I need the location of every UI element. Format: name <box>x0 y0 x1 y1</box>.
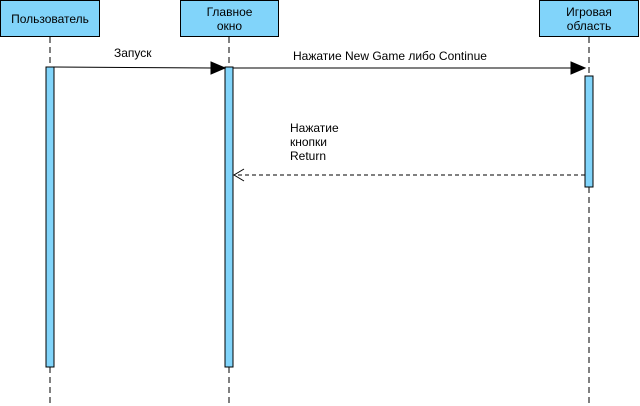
activation-bar-main <box>224 66 234 368</box>
activation-bar-game <box>584 75 594 188</box>
actor-user: Пользователь <box>0 0 100 37</box>
actor-game: Игровая область <box>539 0 639 37</box>
message-start-line <box>53 66 213 69</box>
actor-main-label: Главное окно <box>206 4 253 33</box>
actor-game-label: Игровая область <box>566 4 612 33</box>
actor-user-label: Пользователь <box>11 11 89 26</box>
message-newgame-arrowhead <box>570 61 587 75</box>
message-return-arrowhead <box>233 168 245 182</box>
message-return-label: Нажатие кнопки Return <box>290 121 339 163</box>
message-newgame-label: Нажатие New Game либо Continue <box>293 49 487 63</box>
message-start-arrowhead <box>210 61 227 75</box>
activation-bar-user <box>45 66 55 368</box>
message-start-label: Запуск <box>114 46 152 60</box>
actor-main: Главное окно <box>180 0 279 37</box>
